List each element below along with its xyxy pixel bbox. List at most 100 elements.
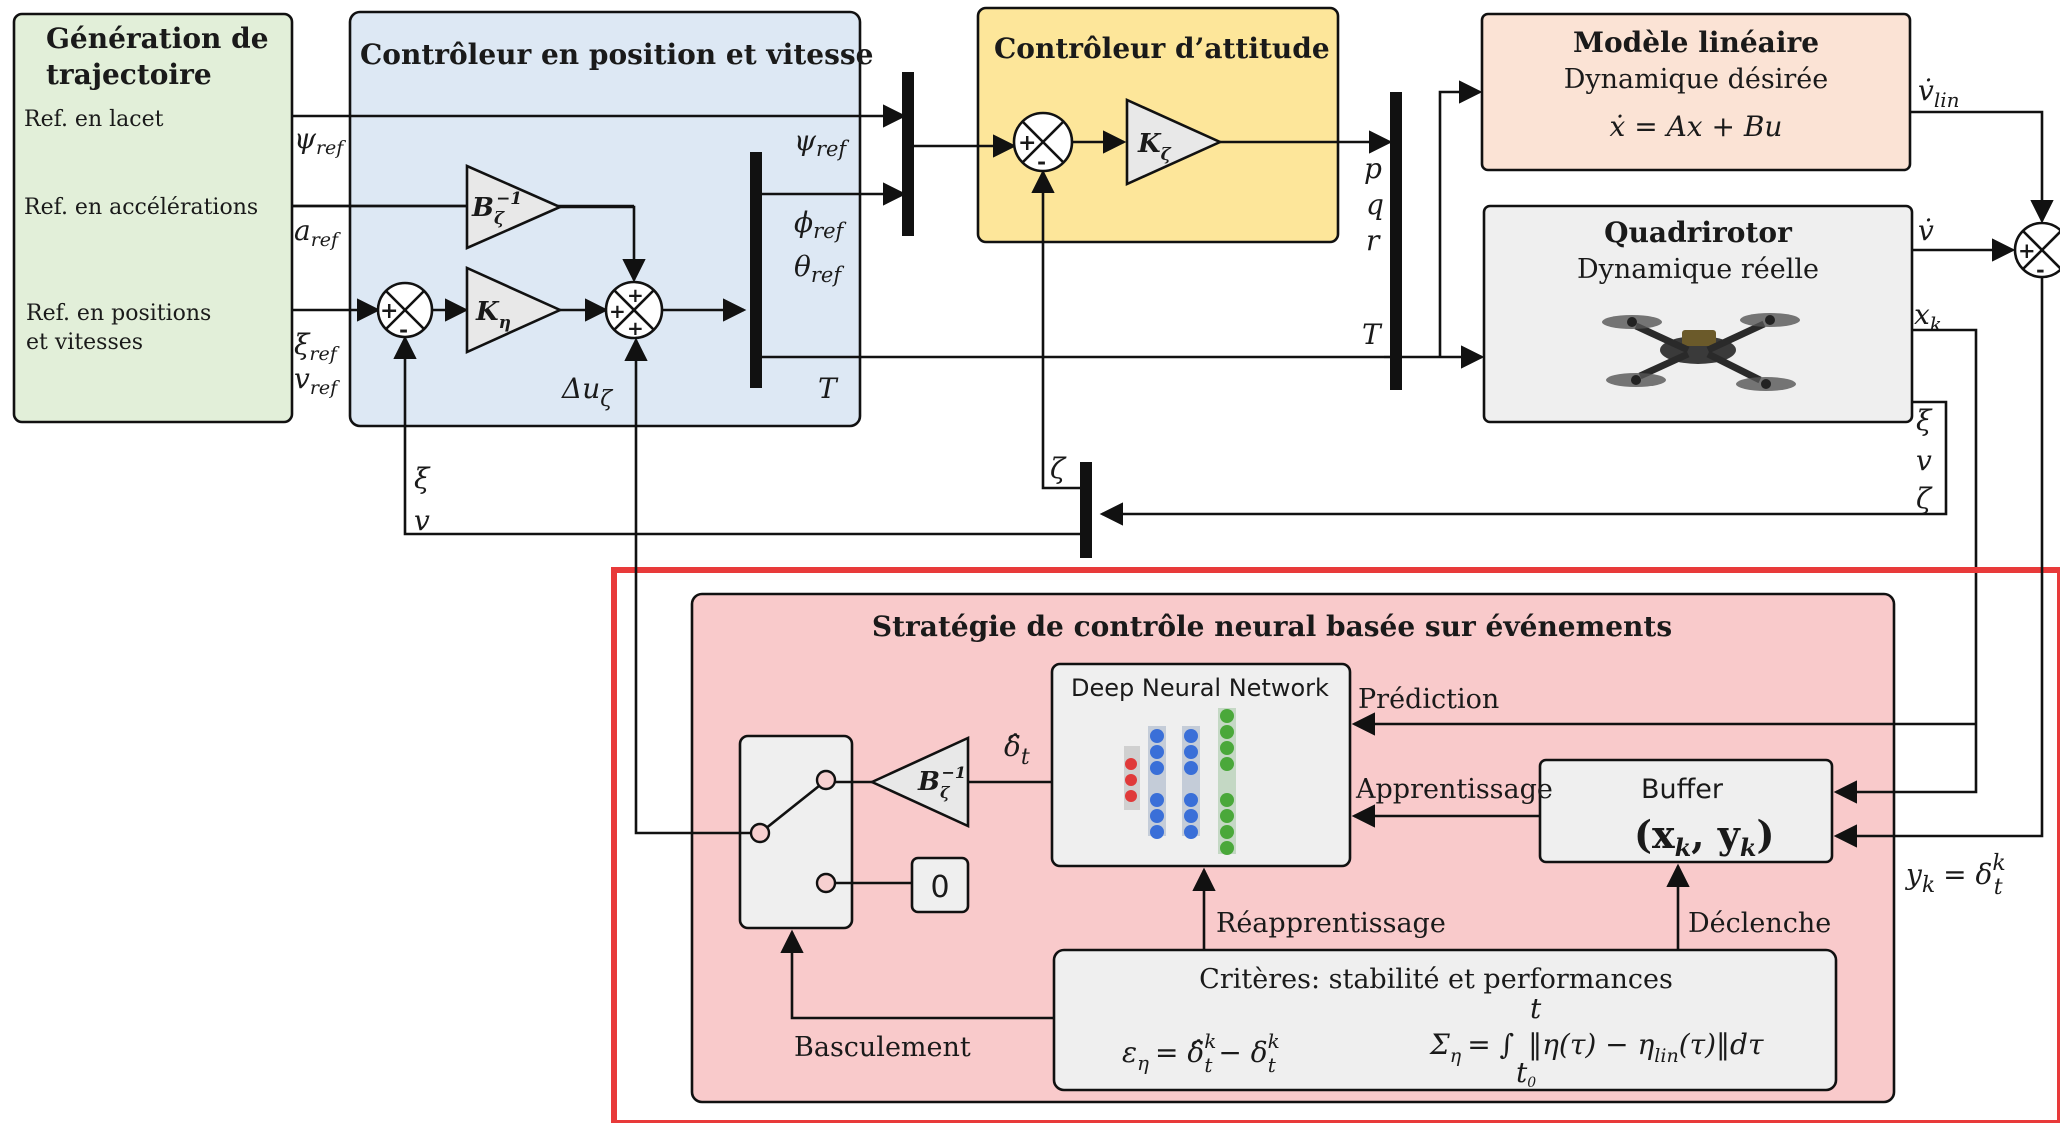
svg-text:+: + [2018, 238, 2036, 263]
svg-text:vref: vref [294, 362, 340, 399]
sigma-rhs: = ∫ [1467, 1028, 1514, 1061]
svg-text:+: + [1018, 130, 1036, 156]
svg-text:yk= δkt: yk= δkt [1904, 851, 2006, 900]
neural-gain-b-inverse: Bζ−1 [868, 735, 970, 829]
svg-text:Δuζ: Δuζ [561, 372, 614, 412]
switch-contact-bottom [815, 872, 837, 894]
xi-v-to-error-wire [393, 335, 1080, 536]
ref-pos-label-1: Ref. en positions [26, 301, 211, 326]
svg-text:Ση= ∫‖η(τ) − ηlin(τ)‖dτ: Ση= ∫‖η(τ) − ηlin(τ)‖dτ [1429, 1028, 1764, 1067]
gain-b-sup: −1 [496, 189, 522, 209]
gain-kz-symbol: K [1137, 129, 1162, 159]
attitude-sum-node: + - [1012, 111, 1074, 175]
t-label: T [1362, 318, 1383, 351]
eps-rhs: = δ̂ [1155, 1036, 1204, 1069]
gain-k-zeta: Kζ [1125, 97, 1224, 187]
a-ref-sub: ref [311, 229, 341, 251]
switch-contact-top [815, 769, 837, 791]
error-sum-node: + - [376, 281, 434, 343]
vdot-lin-sub: lin [1934, 88, 1960, 112]
svg-text:-: - [1037, 149, 1046, 175]
xi-ref-label: ξ [294, 328, 311, 361]
v-ref-label: v [294, 362, 310, 395]
gain-k-symbol: K [475, 297, 500, 327]
output-sum-node: + - [2013, 221, 2060, 282]
vdot-label: v̇ [1918, 214, 1934, 247]
neural-gain-b-symbol: B [917, 767, 940, 797]
svg-text:Kζ: Kζ [1137, 129, 1172, 165]
int-lower-sub: 0 [1527, 1075, 1536, 1091]
buffer-xk-sub: k [1675, 833, 1692, 862]
r-label: r [1366, 224, 1381, 257]
a-ref-label: a [294, 214, 311, 247]
quadrotor-subtitle: Dynamique réelle [1577, 254, 1819, 285]
trajectory-block: Génération de trajectoire Ref. en lacet … [12, 12, 294, 424]
trajectory-title-1: Génération de [46, 22, 269, 55]
switching-wire [780, 929, 1054, 1020]
svg-text:(xk, yk): (xk, yk) [1634, 812, 1774, 862]
quadrotor-block: Quadrirotor Dynamique réelle [1482, 204, 1914, 424]
svg-text:aref: aref [294, 214, 341, 251]
xk-to-buffer-wire [1833, 724, 1978, 804]
svg-text:+: + [627, 283, 644, 307]
switch-pivot [749, 822, 771, 844]
prediction-label: Prédiction [1358, 684, 1499, 715]
trajectory-title-2: trajectoire [46, 58, 212, 91]
position-controller-title: Contrôleur en position et vitesse [360, 38, 873, 71]
psi-ref-out-sub: ref [816, 137, 849, 161]
ref-acc-label: Ref. en accélérations [24, 195, 258, 220]
buffer-title: Buffer [1641, 774, 1724, 805]
int-lower: t [1516, 1056, 1528, 1089]
relearning-label: Réapprentissage [1216, 908, 1446, 939]
vlin-wire [1910, 110, 2054, 224]
phi-ref-sub: ref [813, 219, 846, 243]
neural-gain-b-sub: ζ [940, 783, 951, 802]
b-to-sum-wire [560, 205, 646, 283]
psi-ref-label: ψ [294, 122, 317, 155]
sigma-body: ‖η(τ) − η [1528, 1028, 1654, 1061]
neural-strategy-title: Stratégie de contrôle neural basée sur é… [872, 610, 1672, 643]
state-feedback-wire [1099, 400, 1948, 526]
svg-text:Kη: Kη [475, 297, 511, 333]
svg-text:-: - [2036, 257, 2045, 282]
zeta-label: ζ [1050, 452, 1067, 485]
quadrotor-title: Quadrirotor [1604, 216, 1793, 249]
sigma-lin-sub: lin [1654, 1045, 1678, 1067]
int-upper: t [1530, 992, 1542, 1025]
eps-rhs2: − δ [1218, 1036, 1267, 1069]
psi-ref-out-label: ψ [794, 124, 817, 157]
svg-text:ϕref: ϕref [794, 206, 847, 243]
xk-label: x [1914, 298, 1930, 331]
svg-text:v̇lin: v̇lin [1918, 74, 1960, 112]
eps-sub: η [1137, 1051, 1149, 1075]
gain-b-sub: ζ [494, 209, 505, 229]
eps-sup1: k [1204, 1029, 1216, 1053]
eps-sub1: t [1204, 1053, 1213, 1077]
svg-text:θref: θref [794, 250, 844, 287]
yk-rhs: = δ [1943, 858, 1992, 891]
p-label: p [1364, 152, 1382, 185]
sigma-body2: (τ)‖dτ [1679, 1028, 1764, 1061]
vdot-lin-label: v̇ [1918, 74, 1934, 107]
svg-text:t0: t0 [1516, 1056, 1536, 1091]
yk-label: y [1904, 858, 1923, 891]
eps-sub2: t [1268, 1053, 1277, 1077]
criteria-title: Critères: stabilité et performances [1199, 964, 1673, 995]
zero-value: 0 [930, 870, 949, 905]
v-ref-sub: ref [310, 377, 340, 399]
input-to-linear-wire [1438, 80, 1483, 357]
yk-to-buffer-wire [1833, 278, 2044, 848]
theta-ref-sub: ref [811, 263, 844, 287]
learning-label: Apprentissage [1355, 774, 1553, 805]
svg-text:ψref: ψref [294, 122, 346, 159]
gain-k-eta: Kη [465, 265, 564, 355]
dnn-block: Deep Neural Network [1050, 662, 1352, 868]
sigma-symbol: Σ [1429, 1028, 1450, 1061]
control-sum-node: + + + [604, 280, 664, 340]
svg-text:ψref: ψref [794, 124, 849, 161]
svg-text:ξref: ξref [294, 328, 340, 365]
quadrotor-input-bar [1390, 92, 1402, 390]
zeta-to-attitude-wire [1031, 169, 1080, 490]
xi-ref-sub: ref [309, 343, 339, 365]
eps-sup2: k [1268, 1029, 1280, 1053]
